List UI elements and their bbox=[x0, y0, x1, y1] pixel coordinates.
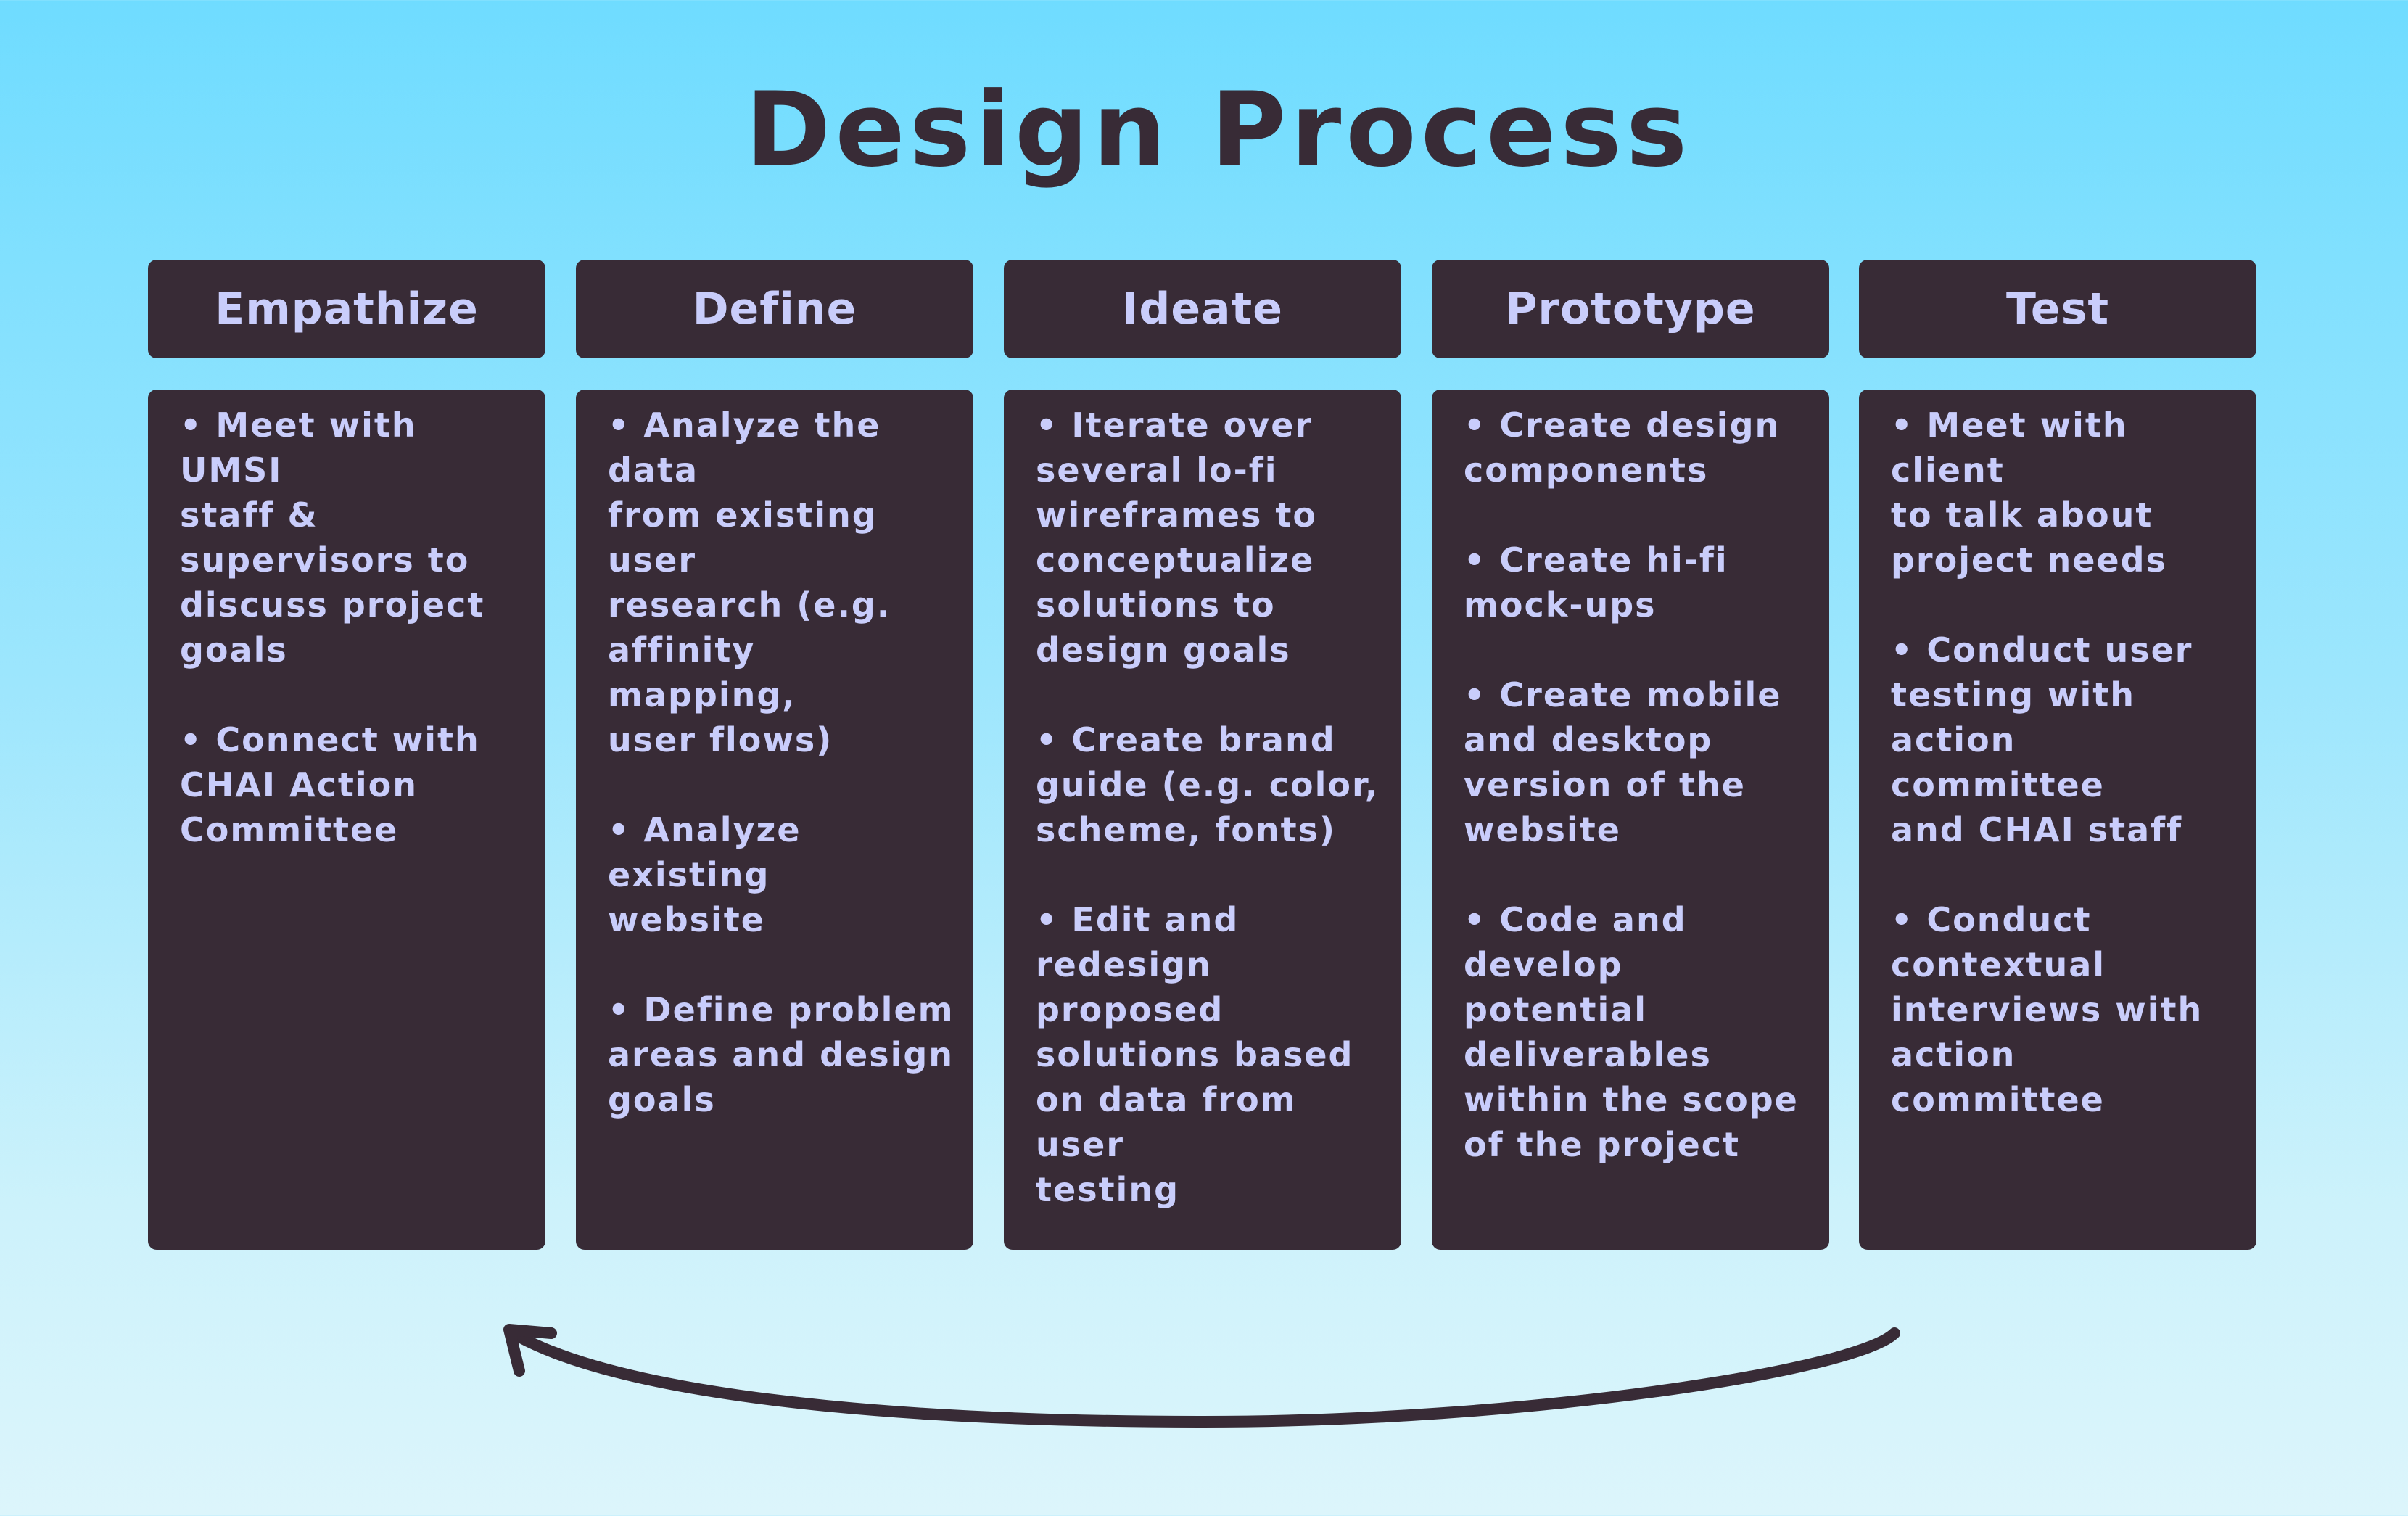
stage-header-ideate: Ideate bbox=[1004, 260, 1401, 358]
stage-card-define: • Analyze the data from existing user re… bbox=[576, 390, 973, 1250]
stage-bullet: • Conduct contextual interviews with act… bbox=[1891, 900, 2203, 1119]
stage-bullet: • Create design components bbox=[1464, 405, 1781, 490]
stage-header-define: Define bbox=[576, 260, 973, 358]
stage-bullet: • Create hi-fi mock-ups bbox=[1464, 540, 1728, 625]
stage-card-empathize: • Meet with UMSI staff & supervisors to … bbox=[148, 390, 545, 1250]
stage-bullet: • Code and develop potential deliverable… bbox=[1464, 900, 1799, 1164]
stage-bullet: • Meet with client to talk about project… bbox=[1891, 405, 2167, 580]
stage-bullet: • Connect with CHAI Action Committee bbox=[180, 720, 480, 849]
stage-bullet: • Analyze the data from existing user re… bbox=[608, 405, 891, 759]
stage-header-prototype: Prototype bbox=[1432, 260, 1829, 358]
stage-bullet: • Create mobile and desktop version of t… bbox=[1464, 675, 1782, 849]
stage-header-empathize: Empathize bbox=[148, 260, 545, 358]
stage-card-ideate: • Iterate over several lo-fi wireframes … bbox=[1004, 390, 1401, 1250]
stage-bullet: • Define problem areas and design goals bbox=[608, 990, 954, 1119]
stage-bullet: • Conduct user testing with action commi… bbox=[1891, 630, 2193, 849]
stage-card-prototype: • Create design components • Create hi-f… bbox=[1432, 390, 1829, 1250]
stage-bullet: • Edit and redesign proposed solutions b… bbox=[1036, 900, 1354, 1209]
stage-bullet: • Meet with UMSI staff & supervisors to … bbox=[180, 405, 485, 670]
stage-bullet: • Create brand guide (e.g. color, scheme… bbox=[1036, 720, 1380, 849]
stage-bullet: • Iterate over several lo-fi wireframes … bbox=[1036, 405, 1318, 670]
stage-card-test: • Meet with client to talk about project… bbox=[1859, 390, 2256, 1250]
stage-header-test: Test bbox=[1859, 260, 2256, 358]
stage-bullet: • Analyze existing website bbox=[608, 810, 801, 939]
page-title: Design Process bbox=[745, 70, 1692, 190]
